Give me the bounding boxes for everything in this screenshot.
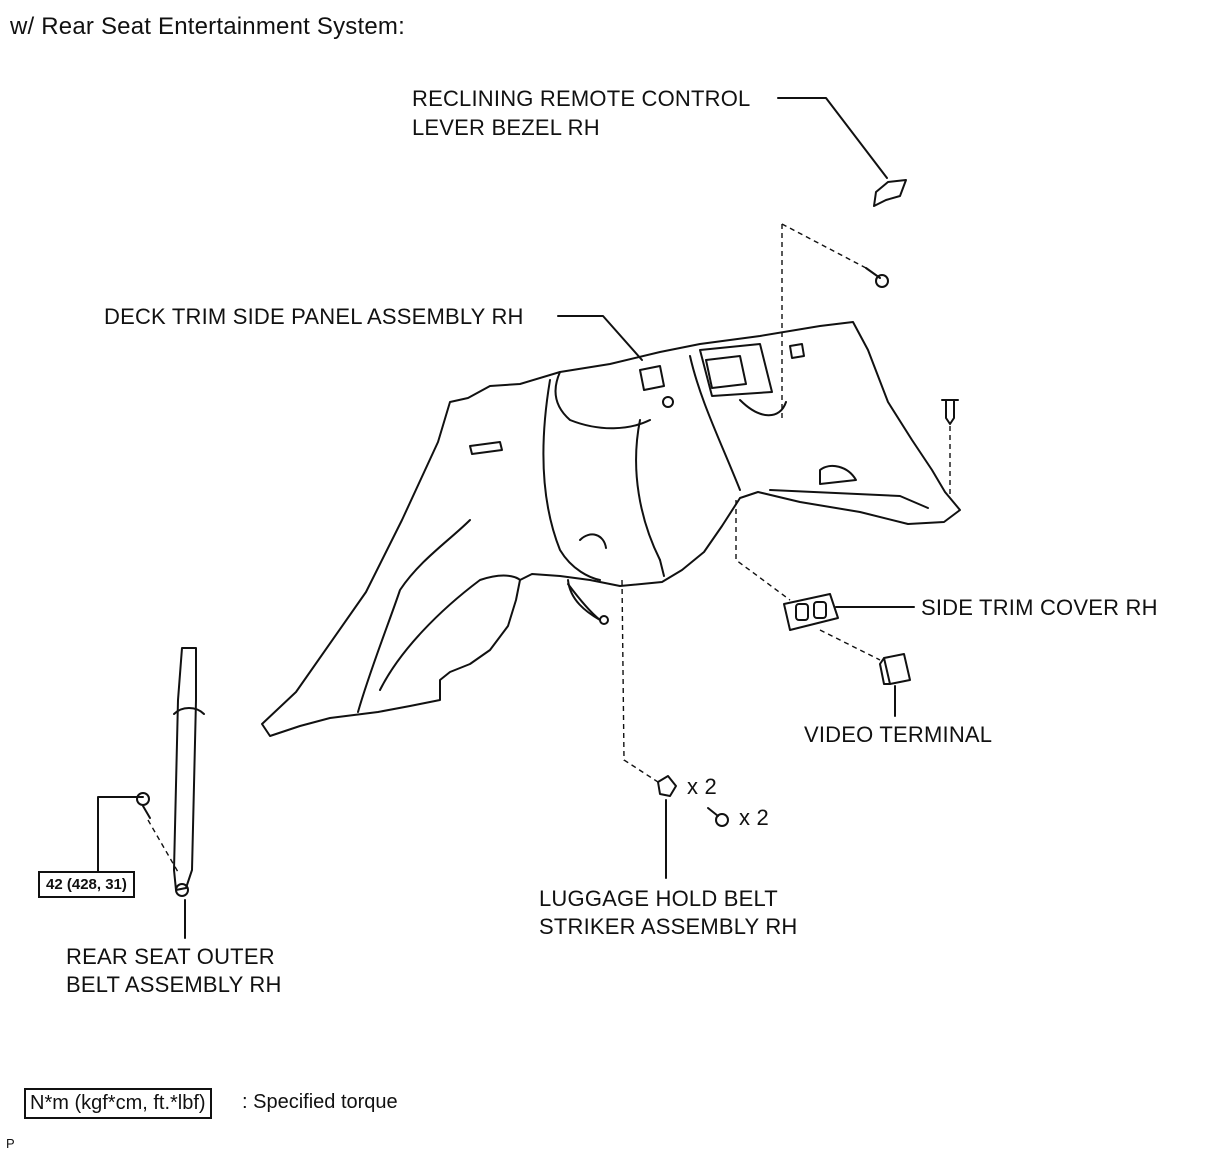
bolt-small xyxy=(707,807,729,827)
deck-trim-side-panel xyxy=(261,321,961,737)
label-side-trim-cover: SIDE TRIM COVER RH xyxy=(921,595,1158,620)
wire-harness xyxy=(567,579,601,621)
leader-torque xyxy=(97,796,144,873)
screw-upper xyxy=(865,267,889,288)
align-video xyxy=(819,629,881,661)
label-rear-belt-line1: REAR SEAT OUTER xyxy=(66,944,275,969)
align-belt-bolt xyxy=(147,819,179,873)
clip-right xyxy=(941,399,959,425)
label-deck-trim: DECK TRIM SIDE PANEL ASSEMBLY RH xyxy=(104,304,524,329)
label-luggage-striker-line1: LUGGAGE HOLD BELT xyxy=(539,886,778,911)
striker-part xyxy=(657,775,677,797)
label-reclining-bezel-line1: RECLINING REMOTE CONTROL xyxy=(412,86,751,111)
leader-deck-trim xyxy=(557,315,643,361)
diagram-title: w/ Rear Seat Entertainment System: xyxy=(10,13,405,40)
leader-reclining-bezel xyxy=(777,97,888,179)
label-reclining-bezel-line2: LEVER BEZEL RH xyxy=(412,115,600,140)
label-luggage-striker-line2: STRIKER ASSEMBLY RH xyxy=(539,914,798,939)
torque-spec-box: 42 (428, 31) xyxy=(38,871,135,898)
align-striker xyxy=(621,579,659,783)
bolt-belt xyxy=(136,792,151,819)
rear-seat-belt-part xyxy=(173,647,205,897)
align-side-cover xyxy=(735,500,791,601)
label-rear-belt-line2: BELT ASSEMBLY RH xyxy=(66,972,282,997)
figure-code: P xyxy=(6,1136,15,1151)
legend-unit-box: N*m (kgf*cm, ft.*lbf) xyxy=(24,1088,212,1119)
reclining-bezel-part xyxy=(873,179,907,207)
quantity-bolt: x 2 xyxy=(739,805,769,830)
quantity-striker: x 2 xyxy=(687,774,717,799)
video-terminal-part xyxy=(879,653,911,685)
align-bezel xyxy=(781,223,867,269)
label-video-terminal: VIDEO TERMINAL xyxy=(804,722,993,747)
side-trim-cover-part xyxy=(783,593,839,631)
legend-description: : Specified torque xyxy=(242,1091,398,1113)
